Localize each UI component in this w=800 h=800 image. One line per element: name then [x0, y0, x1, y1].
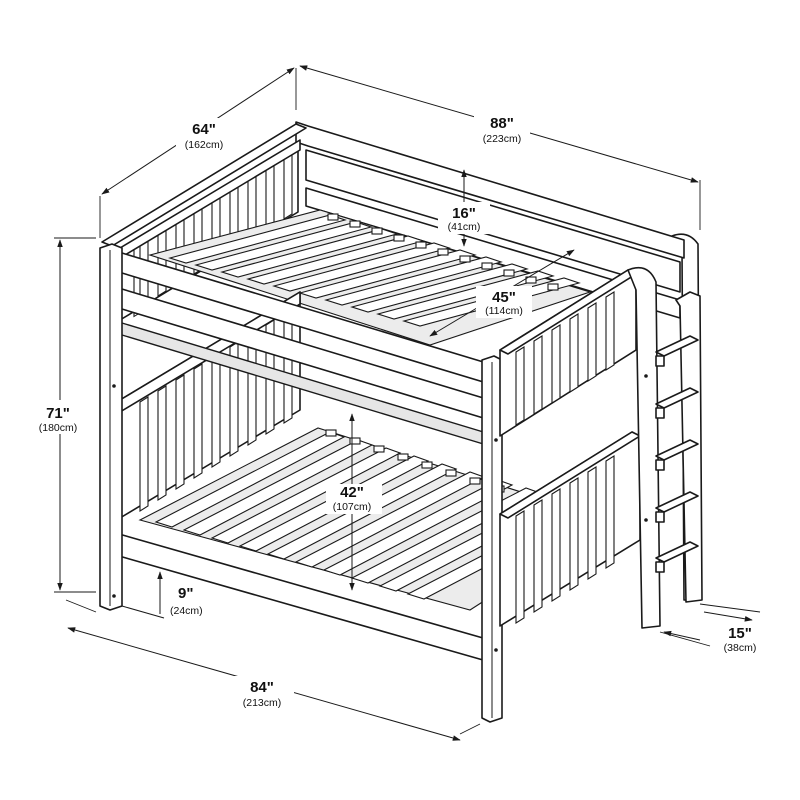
depth-metric: (162cm): [185, 139, 224, 151]
ladder-metric: (38cm): [724, 642, 757, 654]
rail-value: 16": [452, 205, 476, 222]
length-metric: (223cm): [483, 133, 522, 145]
height-value: 71": [46, 405, 70, 422]
dimension-labels: 64" (162cm) 88" (223cm) 16" (41cm) 45" (…: [30, 112, 766, 710]
ladder-rungs: [655, 335, 699, 573]
clearance-value: 42": [340, 484, 364, 501]
mattress-value: 45": [492, 289, 516, 306]
front-right-post: [481, 355, 503, 723]
ladder-dimension-line: [703, 611, 753, 622]
mattress-metric: (114cm): [485, 305, 523, 317]
right-end-lower-guard: [499, 431, 641, 627]
bunk-bed-drawing: [99, 121, 703, 723]
left-front-post: [99, 243, 123, 611]
height-metric: (180cm): [39, 422, 78, 434]
floor-metric: (24cm): [170, 605, 203, 617]
floor-value: 9": [178, 585, 193, 602]
ladder: [627, 266, 703, 629]
width-value: 84": [250, 679, 274, 696]
clearance-metric: (107cm): [333, 501, 372, 513]
length-value: 88": [490, 115, 514, 132]
width-metric: (213cm): [243, 697, 282, 709]
ladder-value: 15": [728, 625, 752, 642]
rail-metric: (41cm): [448, 221, 481, 233]
depth-value: 64": [192, 121, 216, 138]
